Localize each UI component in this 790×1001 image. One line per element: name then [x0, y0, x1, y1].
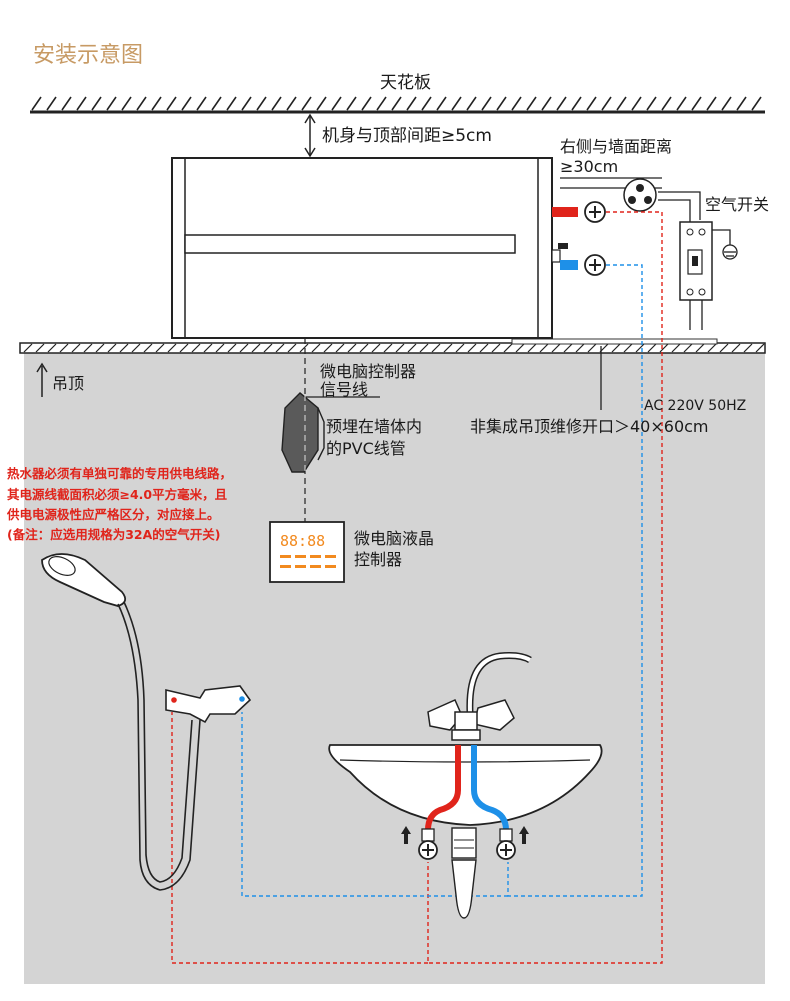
air-switch-label: 空气开关 [705, 195, 769, 214]
top-gap-label: 机身与顶部间距≥5cm [322, 126, 492, 146]
ground-icon [712, 229, 738, 260]
flow-up-arrow-icon [401, 826, 411, 844]
warning-line: (备注：应选用规格为32A的空气开关) [7, 527, 221, 542]
basin-cold-hose [471, 745, 509, 831]
power-plug [623, 178, 657, 212]
controller-signal-label-1: 微电脑控制器 [320, 362, 416, 381]
maintenance-opening-label: 非集成吊顶维修开口＞40×60cm [470, 417, 709, 436]
warning-line: 热水器必须有单独可靠的专用供电线路， [7, 466, 232, 481]
warning-note: 热水器必须有单独可靠的专用供电线路， 其电源线截面积必须≥4.0平方毫米，且 供… [6, 466, 232, 542]
pvc-conduit [281, 392, 325, 473]
power-spec-label: AC 220V 50HZ [644, 398, 746, 414]
water-heater-tank [171, 157, 553, 339]
basin-faucet [427, 652, 532, 741]
top-gap-dimension [304, 113, 316, 158]
flow-up-arrow-icon [519, 826, 529, 844]
hot-water-outlet [552, 201, 606, 223]
suspended-ceiling-line [19, 342, 766, 354]
lcd-digits: 88:88 [280, 532, 325, 550]
hot-water-pipe [171, 211, 663, 964]
controller-signal-label-2: 信号线 [320, 380, 368, 399]
warning-line: 供电电源极性应严格区分，对应接上。 [6, 507, 220, 522]
basin-hot-hose [425, 745, 461, 831]
cold-water-inlet [551, 243, 606, 276]
ceiling-label: 天花板 [380, 73, 431, 93]
suspended-ceiling-label: 吊顶 [52, 374, 84, 393]
lcd-label-1: 微电脑液晶 [354, 529, 434, 548]
air-switch [679, 221, 713, 330]
basin-cold-valve [496, 828, 516, 860]
basin-hot-valve [418, 828, 438, 860]
maintenance-opening [511, 338, 718, 345]
ceiling [30, 96, 765, 114]
shower-mixer [165, 685, 252, 724]
cold-water-pipe [241, 264, 643, 897]
lcd-label-2: 控制器 [354, 550, 402, 569]
diagram-title: 安装示意图 [33, 43, 143, 68]
power-cable [658, 191, 701, 222]
lcd-controller: 88:88 [269, 521, 345, 583]
suspended-ceiling-arrow [36, 362, 48, 397]
pvc-label-2: 的PVC线管 [326, 439, 406, 458]
wash-basin [328, 744, 603, 919]
shower-hose [117, 601, 201, 891]
warning-line: 其电源线截面积必须≥4.0平方毫米，且 [7, 487, 228, 502]
shower-head [41, 553, 127, 607]
pvc-label-1: 预埋在墙体内 [326, 417, 422, 436]
right-gap-label-2: ≥30cm [560, 157, 618, 176]
right-gap-label-1: 右侧与墙面距离 [560, 137, 672, 156]
